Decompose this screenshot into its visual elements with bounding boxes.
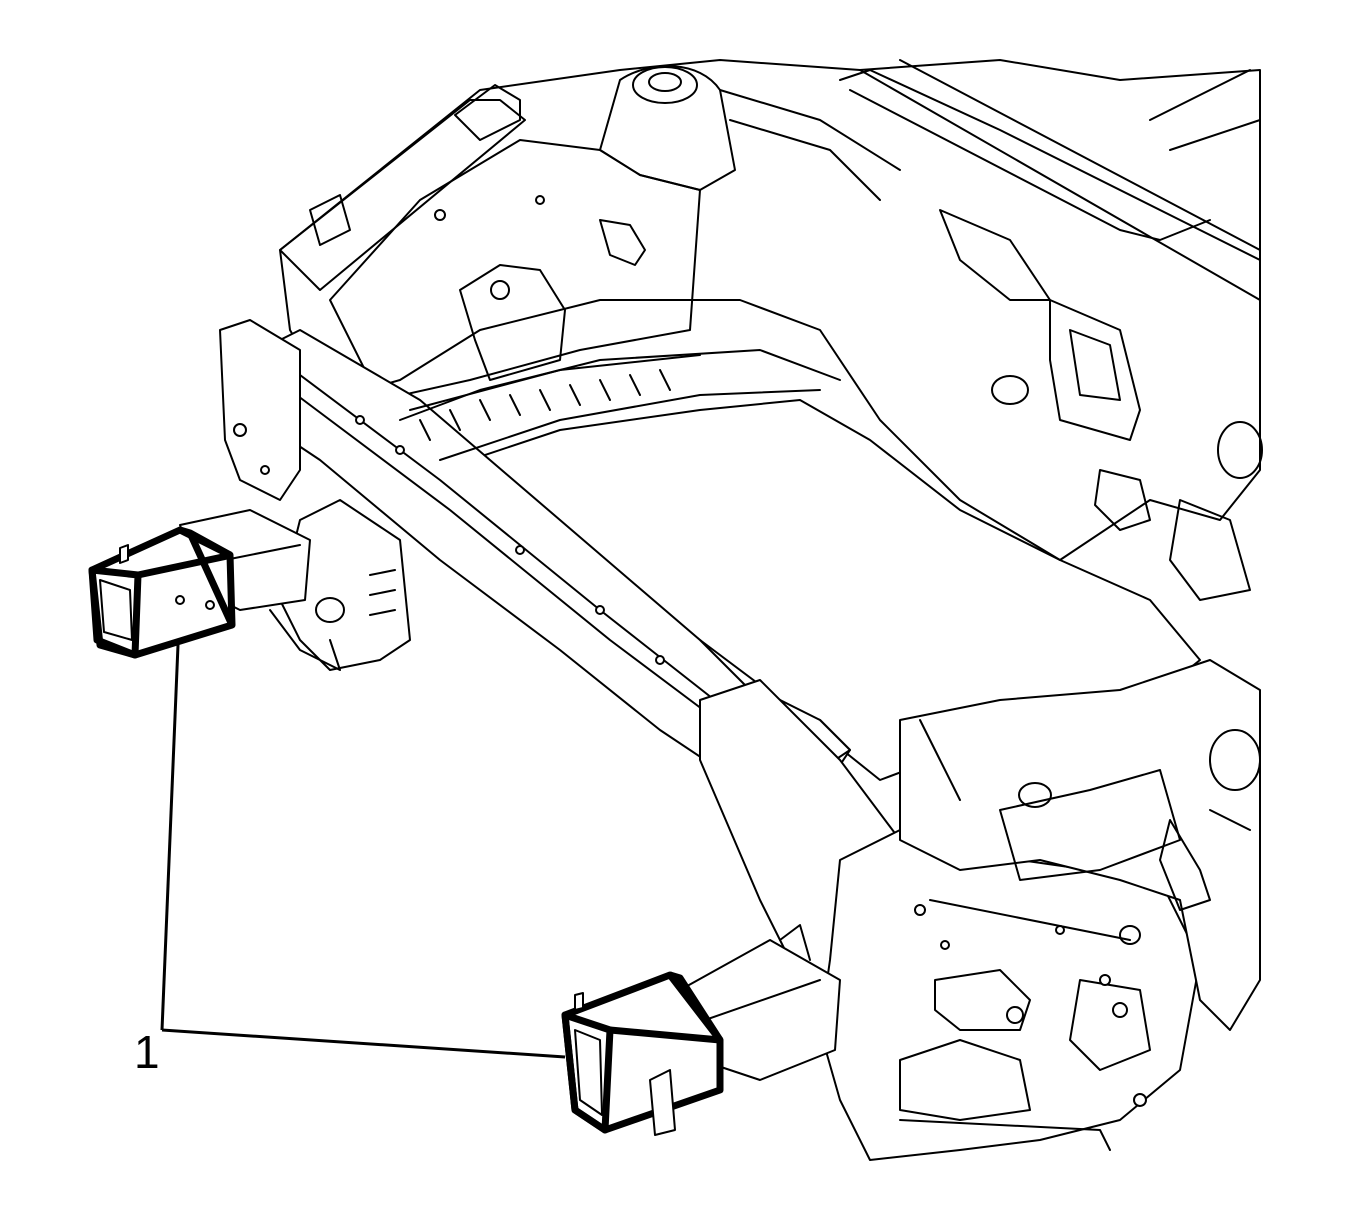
- callout-1: 1: [134, 644, 566, 1078]
- right-frame-horn: [679, 659, 1261, 1161]
- right-front-frame-rail-extension: [561, 971, 724, 1136]
- callout-1-label: 1: [134, 1026, 160, 1078]
- callout-1-leader-right: [161, 1028, 566, 1059]
- upper-body-structure: [279, 59, 1263, 601]
- left-front-frame-rail-extension: [88, 526, 236, 659]
- callout-1-leader-left: [160, 644, 180, 1031]
